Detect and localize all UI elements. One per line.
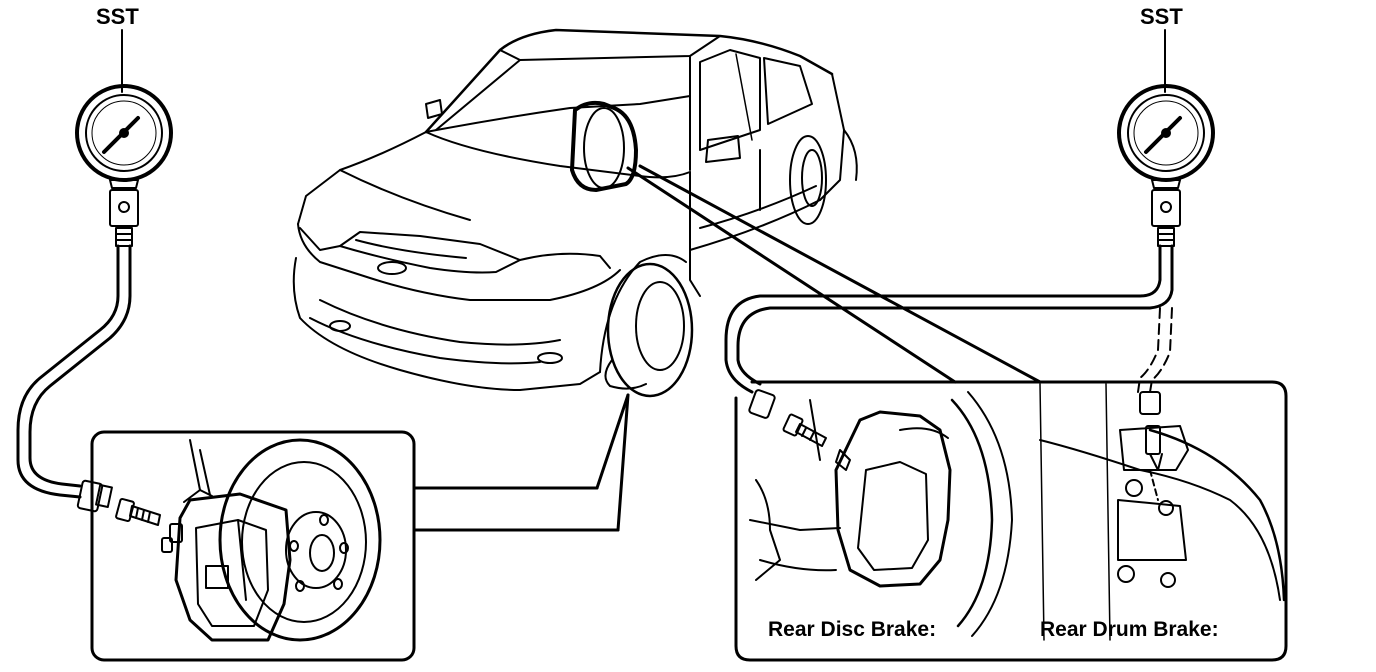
sst-label-left: SST [96, 4, 139, 29]
rear-brake-detail-frame [736, 382, 1286, 660]
left-gauge-hose [18, 246, 130, 497]
rear-disc-brake [748, 389, 1012, 636]
car-illustration [294, 30, 857, 396]
sst-label-right: SST [1140, 4, 1183, 29]
front-brake-detail-frame [92, 432, 414, 660]
front-callout-leader [414, 395, 628, 530]
rear-drum-brake [1040, 384, 1284, 640]
rear-drum-brake-label: Rear Drum Brake: [1040, 618, 1219, 641]
left-hose-fitting [77, 480, 112, 512]
left-bleeder-plug [116, 499, 160, 525]
rear-disc-brake-label: Rear Disc Brake: [768, 618, 937, 641]
front-brake-caliper [162, 490, 290, 640]
right-pressure-gauge [1119, 30, 1213, 246]
left-pressure-gauge [77, 30, 171, 246]
front-brake-rotor [190, 440, 380, 640]
rear-wheel-callout [572, 103, 1040, 382]
right-gauge-hose [726, 246, 1172, 392]
